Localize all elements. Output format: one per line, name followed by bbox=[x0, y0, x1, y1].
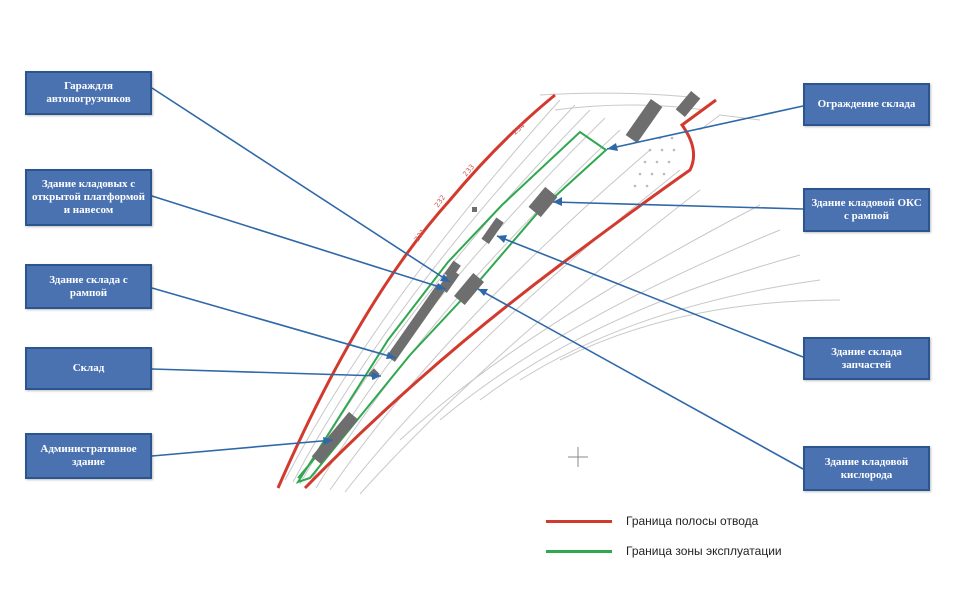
label-fence: Ограждение склада bbox=[803, 83, 930, 126]
label-spare-parts: Здание склада запчастей bbox=[803, 337, 930, 380]
arrow-heads bbox=[323, 143, 618, 445]
building-small bbox=[472, 207, 477, 212]
legend-row-boundary: Граница полосы отвода bbox=[546, 514, 758, 528]
leader-admin bbox=[151, 439, 334, 457]
building-garage bbox=[444, 260, 461, 279]
label-warehouse: Склад bbox=[25, 347, 152, 390]
label-pantry-building: Здание кладовых с открытой платформой и … bbox=[25, 169, 152, 226]
km-marker: 233 bbox=[461, 163, 476, 178]
leader-spare-parts bbox=[496, 235, 804, 358]
buildings bbox=[311, 90, 701, 465]
label-admin-building: Административное здание bbox=[25, 433, 152, 479]
legend-green-swatch bbox=[546, 549, 612, 553]
leader-warehouse-ramp bbox=[151, 287, 397, 359]
leader-garage bbox=[151, 87, 451, 283]
label-garage: Гараждля автопогрузчиков bbox=[25, 71, 152, 115]
leader-oks bbox=[552, 201, 804, 210]
leader-lines bbox=[151, 87, 804, 470]
legend-row-boundary-label: Граница полосы отвода bbox=[626, 514, 759, 528]
building-oks bbox=[528, 186, 558, 218]
leader-warehouse bbox=[151, 368, 382, 377]
leader-fence bbox=[606, 105, 804, 150]
leader-pantry bbox=[151, 195, 447, 290]
storage-yard-pattern bbox=[633, 136, 676, 188]
leader-oxygen bbox=[477, 288, 804, 470]
crosshair-icon bbox=[568, 447, 588, 467]
right-of-way-boundary bbox=[276, 93, 717, 490]
building-fence-2 bbox=[675, 90, 701, 118]
legend-red-swatch bbox=[546, 519, 612, 523]
legend-operation-zone: Граница зоны эксплуатации bbox=[546, 544, 782, 558]
building-spare-parts bbox=[481, 217, 504, 244]
label-oks-pantry: Здание кладовой ОКС с рампой bbox=[803, 188, 930, 232]
km-marker: 234 bbox=[511, 121, 527, 136]
building-admin bbox=[311, 411, 359, 465]
building-warehouse-ramp bbox=[386, 284, 446, 362]
label-oxygen-pantry: Здание кладовой кислорода bbox=[803, 446, 930, 491]
label-warehouse-ramp: Здание склада с рампой bbox=[25, 264, 152, 309]
building-fence-1 bbox=[625, 98, 663, 144]
railway-tracks bbox=[284, 92, 841, 495]
building-oxygen bbox=[453, 273, 485, 305]
legend-operation-zone-label: Граница зоны эксплуатации bbox=[626, 544, 782, 558]
